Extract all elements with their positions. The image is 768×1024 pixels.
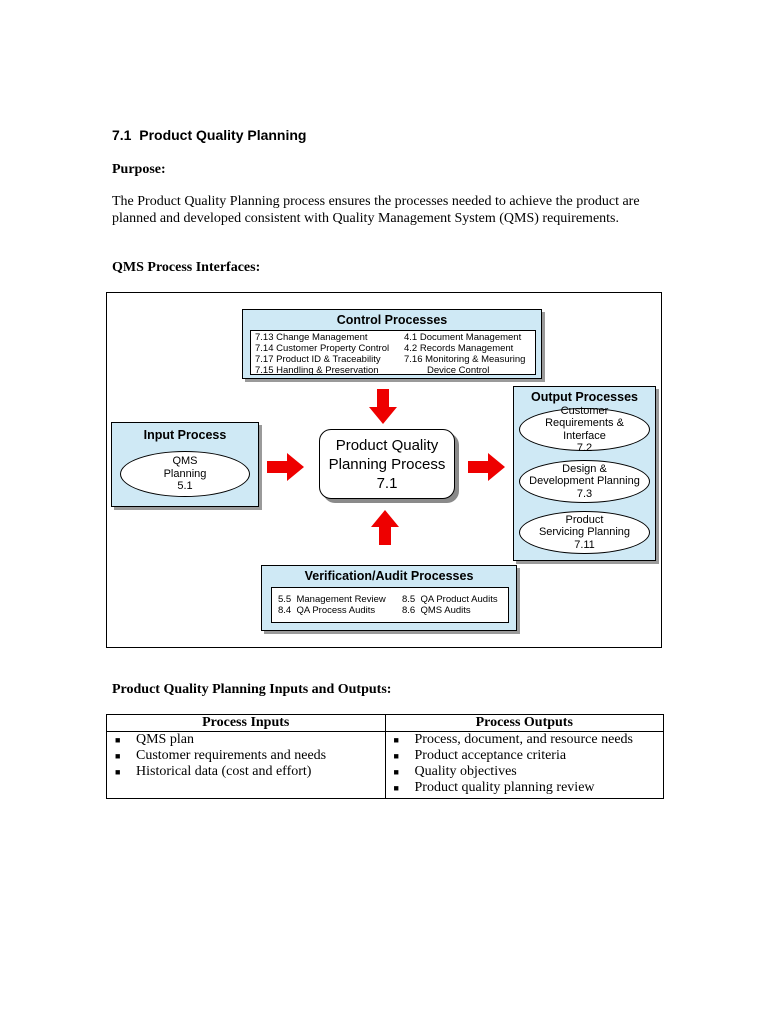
input-process-title: Input Process [143, 428, 227, 442]
verification-processes-title: Verification/Audit Processes [304, 569, 474, 583]
io-heading: Product Quality Planning Inputs and Outp… [112, 682, 392, 697]
qms-planning-oval: QMS Planning 5.1 [120, 451, 250, 497]
bullet-icon: ■ [115, 767, 121, 777]
purpose-heading: Purpose: [112, 162, 166, 177]
control-item: 4.2 Records Management [404, 343, 514, 354]
verification-item: 8.4 QA Process Audits [278, 605, 376, 616]
list-item: ■QMS plan [115, 732, 194, 747]
bullet-icon: ■ [115, 751, 121, 761]
list-item: ■Customer requirements and needs [115, 748, 327, 763]
interfaces-heading: QMS Process Interfaces: [112, 260, 261, 275]
list-item: ■Process, document, and resource needs [393, 732, 633, 747]
control-processes-box: Control Processes 7.13 Change Management… [242, 309, 542, 379]
verification-item: 5.5 Management Review [278, 594, 386, 605]
customer-requirements-oval: Customer Requirements & Interface 7.2 [519, 405, 650, 454]
control-item: Device Control [427, 365, 490, 376]
verification-item: 8.6 QMS Audits [402, 605, 471, 616]
bullet-icon: ■ [115, 735, 121, 745]
list-item: ■Historical data (cost and effort) [115, 764, 312, 779]
table-header: Process Inputs [106, 714, 386, 732]
control-processes-title: Control Processes [336, 313, 448, 327]
arrow-down-icon [369, 389, 397, 424]
table-header: Process Outputs [384, 714, 664, 732]
control-item: 7.13 Change Management [255, 332, 368, 343]
arrow-right-icon [468, 453, 505, 481]
product-servicing-oval: Product Servicing Planning 7.11 [519, 511, 650, 554]
arrow-right-icon [267, 453, 304, 481]
control-processes-list: 7.13 Change Management 7.14 Customer Pro… [250, 330, 536, 376]
control-item: 7.14 Customer Property Control [255, 343, 390, 354]
design-development-oval: Design & Development Planning 7.3 [519, 460, 650, 503]
central-process-box: Product Quality Planning Process 7.1 [319, 429, 455, 499]
bullet-icon: ■ [393, 735, 399, 745]
control-item: 7.17 Product ID & Traceability [255, 354, 381, 365]
inputs-outputs-table: Process Inputs Process Outputs ■QMS plan… [106, 714, 664, 799]
section-title: 7.1 Product Quality Planning [112, 127, 307, 143]
arrow-up-icon [371, 510, 399, 545]
verification-item: 8.5 QA Product Audits [402, 594, 498, 605]
list-item: ■Product quality planning review [393, 780, 595, 795]
outputs-cell: ■Process, document, and resource needs ■… [384, 731, 664, 799]
list-item: ■Product acceptance criteria [393, 748, 567, 763]
output-processes-box: Output Processes Customer Requirements &… [513, 386, 656, 561]
bullet-icon: ■ [393, 767, 399, 777]
control-item: 7.16 Monitoring & Measuring [404, 354, 526, 365]
input-process-box: Input Process QMS Planning 5.1 [111, 422, 259, 507]
control-item: 4.1 Document Management [404, 332, 522, 343]
bullet-icon: ■ [393, 751, 399, 761]
output-processes-title: Output Processes [531, 390, 638, 404]
control-item: 7.15 Handling & Preservation [255, 365, 379, 376]
list-item: ■Quality objectives [393, 764, 517, 779]
verification-processes-list: 5.5 Management Review 8.4 QA Process Aud… [271, 587, 509, 623]
verification-processes-box: Verification/Audit Processes 5.5 Managem… [261, 565, 517, 631]
purpose-text: The Product Quality Planning process ens… [112, 194, 640, 226]
inputs-cell: ■QMS plan ■Customer requirements and nee… [106, 731, 386, 799]
bullet-icon: ■ [393, 783, 399, 793]
process-interface-diagram: Control Processes 7.13 Change Management… [106, 292, 662, 648]
